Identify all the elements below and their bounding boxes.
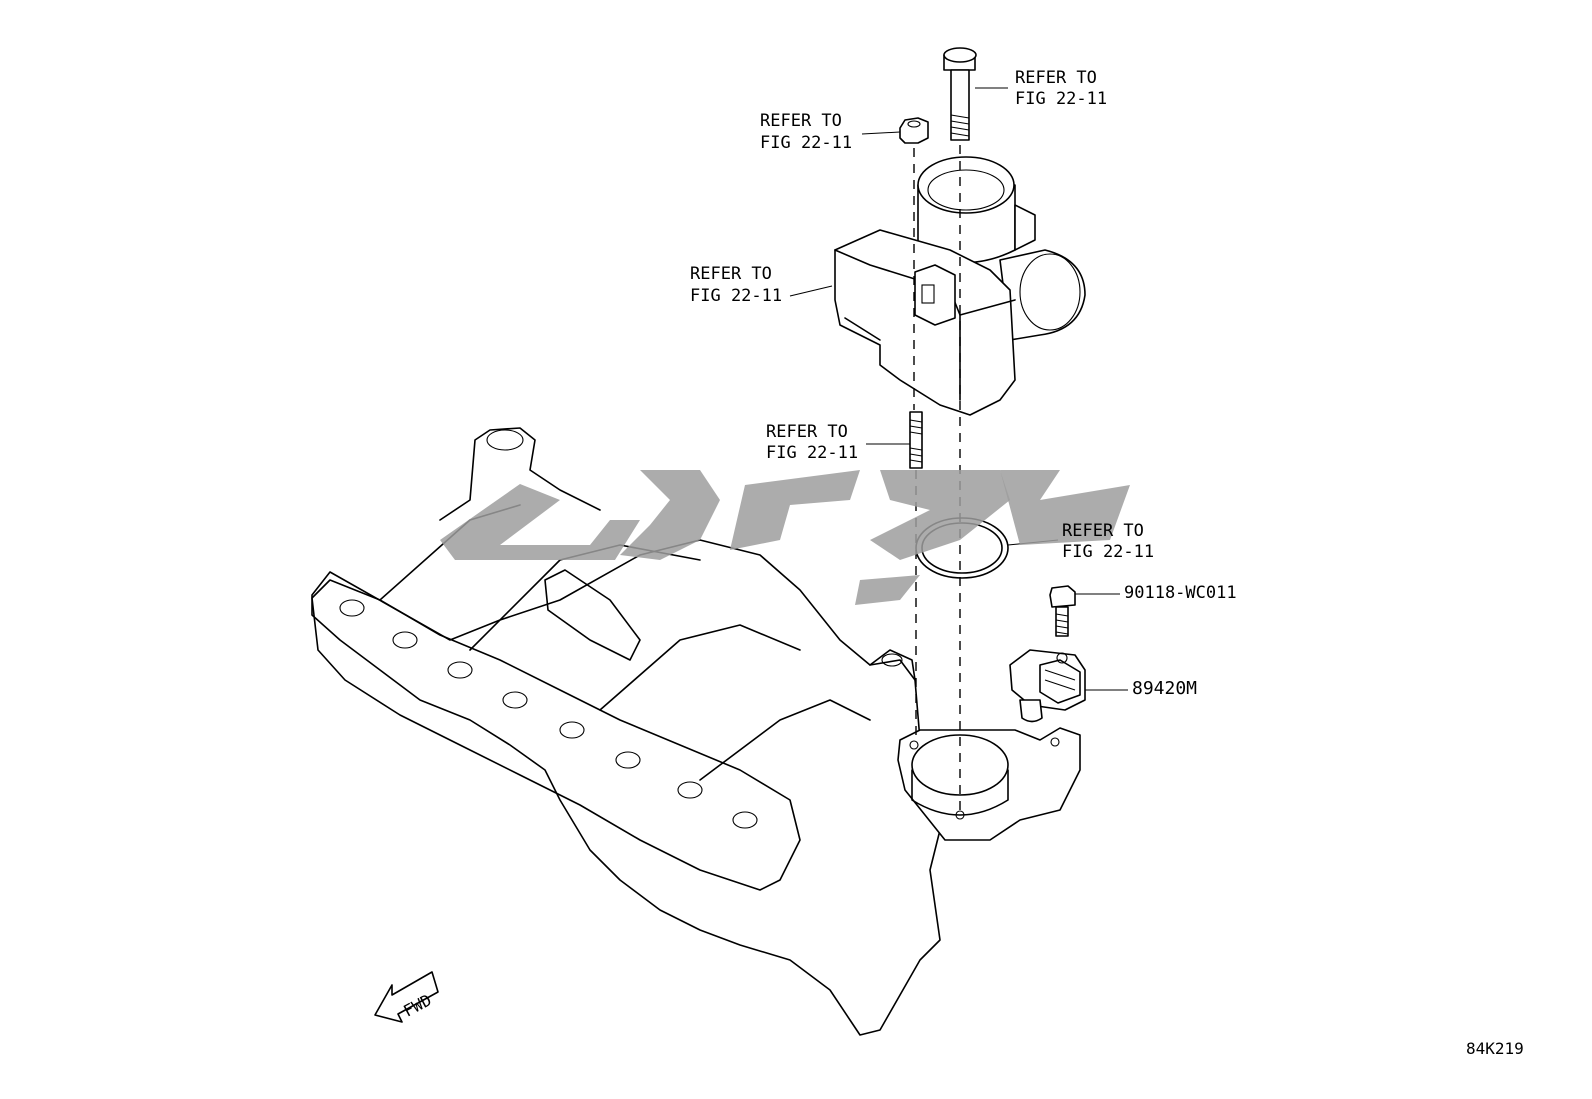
label-throttle-body-line1: REFER TO — [690, 264, 772, 284]
stud — [909, 411, 923, 469]
map-sensor — [1009, 649, 1086, 723]
bolt-top — [943, 47, 977, 141]
label-gasket-line2: FIG 22-11 — [1062, 542, 1154, 562]
label-stud-line1: REFER TO — [766, 422, 848, 442]
figure-id: 84K219 — [1466, 1039, 1524, 1058]
label-stud-line2: FIG 22-11 — [766, 443, 858, 463]
label-sensor: 89420M — [1132, 678, 1197, 699]
label-nut-line1: REFER TO — [760, 111, 842, 131]
sensor-bolt — [1049, 585, 1076, 637]
fwd-arrow: FWD — [374, 971, 439, 1023]
label-throttle-body-line2: FIG 22-11 — [690, 286, 782, 306]
label-sensor-bolt: 90118-WC011 — [1124, 583, 1237, 603]
label-nut-line2: FIG 22-11 — [760, 133, 852, 153]
label-bolt-top-line2: FIG 22-11 — [1015, 89, 1107, 109]
throttle-body — [834, 156, 1086, 416]
nut — [899, 117, 929, 144]
watermark-logo — [440, 470, 1130, 605]
label-bolt-top-line1: REFER TO — [1015, 68, 1097, 88]
label-gasket-line1: REFER TO — [1062, 521, 1144, 541]
